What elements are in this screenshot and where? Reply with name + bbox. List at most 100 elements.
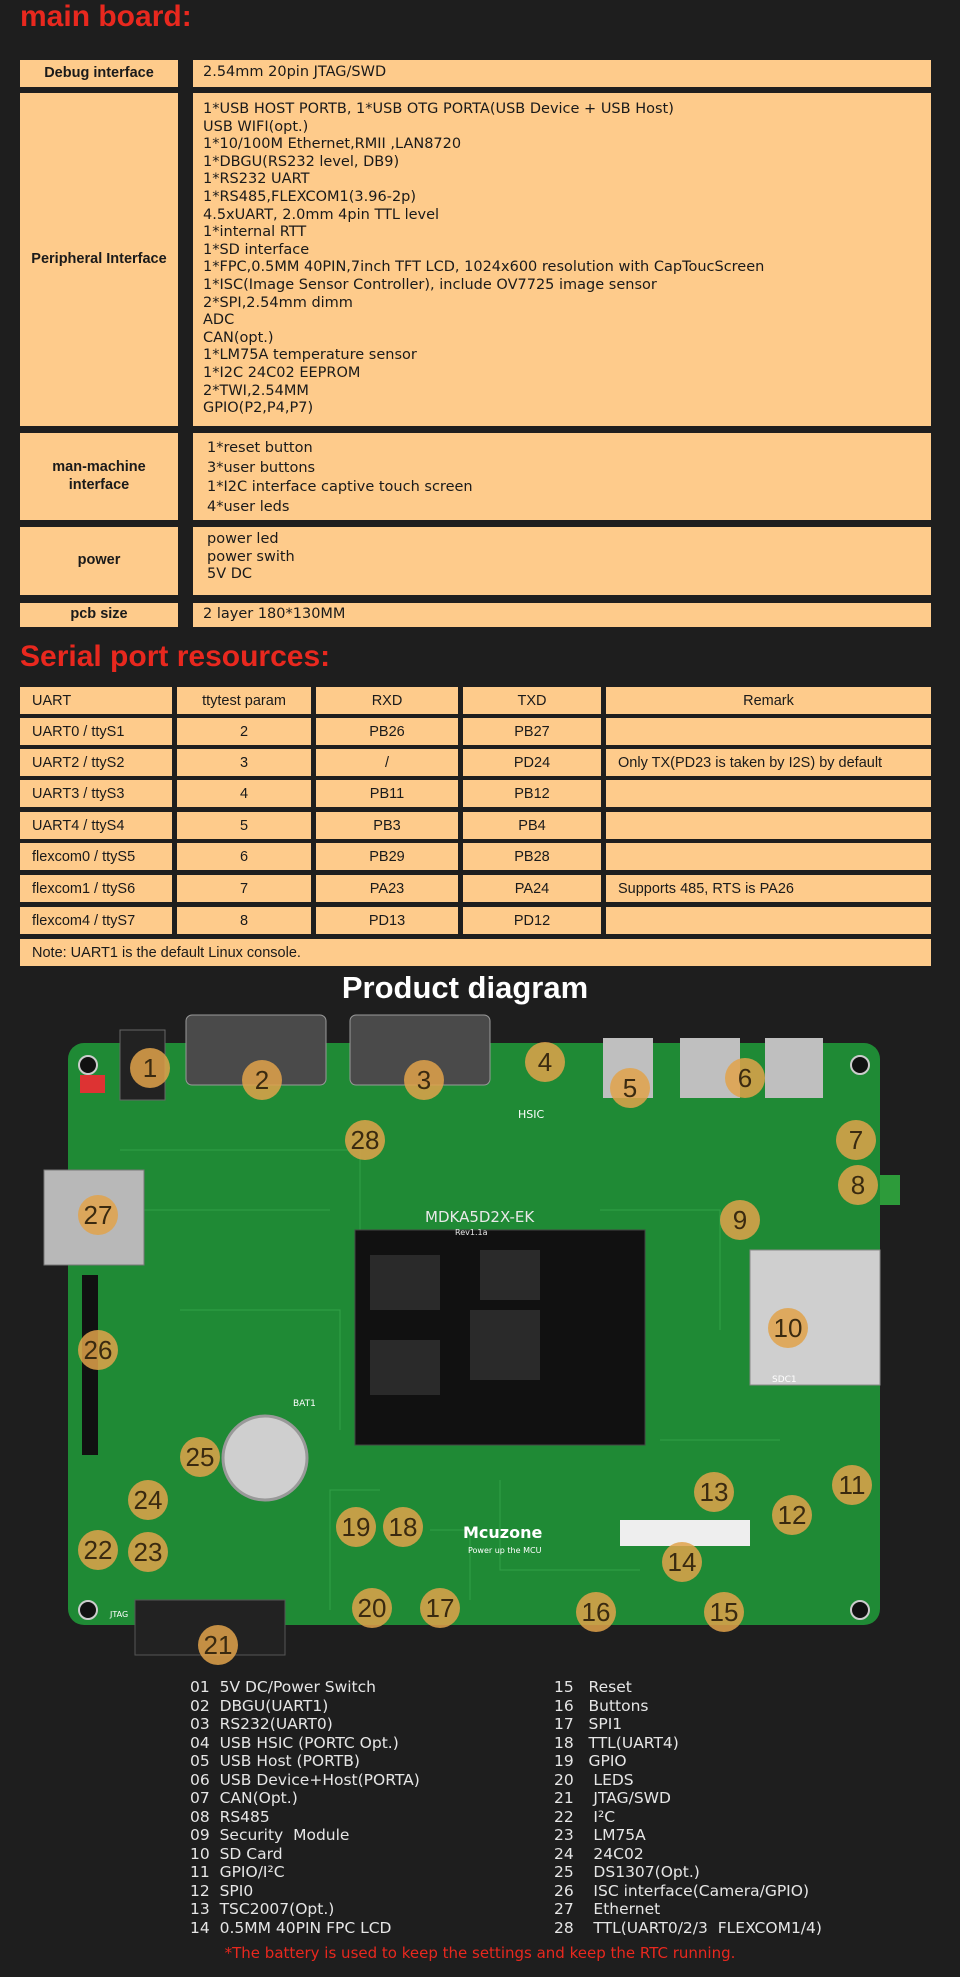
serial-cell-1-0: UART0 / ttyS1 <box>20 718 172 745</box>
legend-item: 24 24C02 <box>554 1844 644 1863</box>
callout-label-27: 27 <box>84 1200 113 1230</box>
callout-label-5: 5 <box>623 1073 637 1103</box>
callout-circle-20 <box>352 1588 392 1628</box>
serial-cell-7-2: PD13 <box>316 907 458 934</box>
callout-label-7: 7 <box>849 1125 863 1155</box>
callout-circle-25 <box>180 1437 220 1477</box>
callout-circle-24 <box>128 1480 168 1520</box>
callout-circle-21 <box>198 1625 238 1665</box>
callout-circle-18 <box>383 1507 423 1547</box>
terminal-block <box>880 1175 900 1205</box>
serial-header-0: UART <box>20 687 172 714</box>
debug-label: Debug interface <box>20 60 178 87</box>
legend-item: 27 Ethernet <box>554 1900 661 1918</box>
serial-cell-5-0: flexcom0 / ttyS5 <box>20 843 172 870</box>
serial-header-1: ttytest param <box>177 687 311 714</box>
legend-item: 23 LM75A <box>554 1826 646 1844</box>
callout-circle-13 <box>694 1472 734 1512</box>
serial-cell-7-4 <box>606 907 931 934</box>
legend-item: 16 Buttons <box>554 1696 649 1715</box>
pcb-size-label: pcb size <box>20 603 178 627</box>
serial-cell-2-1: 3 <box>177 749 311 776</box>
callout-circle-8 <box>838 1165 878 1205</box>
serial-cell-2-3: PD24 <box>463 749 601 776</box>
serial-heading: Serial port resources: <box>20 640 331 673</box>
serial-cell-2-4: Only TX(PD23 is taken by I2S) by default <box>606 749 931 776</box>
power-value: power led power swith 5V DC <box>193 527 931 595</box>
callout-circle-19 <box>336 1507 376 1547</box>
callout-label-18: 18 <box>389 1512 418 1542</box>
serial-cell-4-3: PB4 <box>463 812 601 839</box>
power-label: power <box>20 527 178 595</box>
legend-item: 03 RS232(UART0) <box>190 1715 333 1733</box>
serial-cell-6-4: Supports 485, RTS is PA26 <box>606 875 931 902</box>
legend-item: 28 TTL(UART0/2/3 FLEXCOM1/4) <box>554 1918 822 1937</box>
callout-label-12: 12 <box>778 1500 807 1530</box>
legend-item: 22 I²C <box>554 1807 616 1826</box>
callout-circle-28 <box>345 1120 385 1160</box>
board-slogan: Power up the MCU <box>468 1546 542 1555</box>
callout-label-22: 22 <box>84 1535 113 1565</box>
legend-item: 12 SPI0 <box>190 1881 254 1900</box>
callout-circle-1 <box>130 1048 170 1088</box>
legend-item: 10 SD Card <box>190 1844 283 1863</box>
callout-label-24: 24 <box>134 1485 163 1515</box>
serial-header-3: TXD <box>463 687 601 714</box>
callout-label-28: 28 <box>351 1125 380 1155</box>
legend-item: 01 5V DC/Power Switch <box>190 1678 376 1696</box>
serial-cell-2-2: / <box>316 749 458 776</box>
board-jtag: JTAG <box>109 1610 128 1619</box>
callout-label-23: 23 <box>134 1537 163 1567</box>
callout-label-11: 11 <box>839 1470 866 1500</box>
callout-circle-22 <box>78 1530 118 1570</box>
legend-item: 08 RS485 <box>190 1807 270 1826</box>
serial-cell-3-4 <box>606 780 931 807</box>
serial-cell-6-1: 7 <box>177 875 311 902</box>
callout-label-2: 2 <box>255 1065 269 1095</box>
callout-circle-11 <box>832 1465 872 1505</box>
callout-circle-23 <box>128 1532 168 1572</box>
serial-cell-5-4 <box>606 843 931 870</box>
serial-cell-4-2: PB3 <box>316 812 458 839</box>
legend-item: 04 USB HSIC (PORTC Opt.) <box>190 1733 399 1752</box>
legend-item: 19 GPIO <box>554 1752 627 1770</box>
board-hsic: HSIC <box>518 1108 544 1121</box>
legend-item: 18 TTL(UART4) <box>554 1733 679 1752</box>
serial-cell-3-3: PB12 <box>463 780 601 807</box>
power-switch <box>80 1075 105 1093</box>
board-brand: Mcuzone <box>463 1523 542 1542</box>
legend-item: 26 ISC interface(Camera/GPIO) <box>554 1881 809 1900</box>
callout-label-14: 14 <box>668 1547 697 1577</box>
callout-circle-6 <box>725 1058 765 1098</box>
serial-cell-1-2: PB26 <box>316 718 458 745</box>
callout-circle-5 <box>610 1068 650 1108</box>
battery-footnote: *The battery is used to keep the setting… <box>224 1944 736 1962</box>
legend-item: 25 DS1307(Opt.) <box>554 1863 700 1881</box>
legend-item: 02 DBGU(UART1) <box>190 1696 329 1715</box>
legend-item: 13 TSC2007(Opt.) <box>190 1900 335 1918</box>
serial-cell-4-1: 5 <box>177 812 311 839</box>
usb-port-3 <box>765 1038 823 1098</box>
serial-cell-7-1: 8 <box>177 907 311 934</box>
peripheral-label: Peripheral Interface <box>20 93 178 426</box>
serial-cell-6-0: flexcom1 / ttyS6 <box>20 875 172 902</box>
product-diagram: MDKA5D2X-EK Rev1.1a Mcuzone Power up the… <box>43 1014 900 1665</box>
serial-cell-3-2: PB11 <box>316 780 458 807</box>
board-sdc: SDC1 <box>772 1375 797 1385</box>
callout-label-25: 25 <box>186 1442 215 1472</box>
man-machine-label: man-machine interface <box>20 433 178 520</box>
callout-label-21: 21 <box>204 1630 233 1660</box>
ethernet-port <box>43 1169 145 1266</box>
legend-item: 21 JTAG/SWD <box>554 1789 671 1807</box>
serial-cell-7-0: flexcom4 / ttyS7 <box>20 907 172 934</box>
serial-cell-4-4 <box>606 812 931 839</box>
callout-circle-2 <box>242 1060 282 1100</box>
callout-circle-14 <box>662 1542 702 1582</box>
legend-item: 15 Reset <box>554 1678 632 1696</box>
callout-label-4: 4 <box>538 1047 552 1077</box>
callout-label-9: 9 <box>733 1205 747 1235</box>
callout-label-6: 6 <box>738 1063 752 1093</box>
callout-circle-9 <box>720 1200 760 1240</box>
callout-circle-16 <box>576 1592 616 1632</box>
